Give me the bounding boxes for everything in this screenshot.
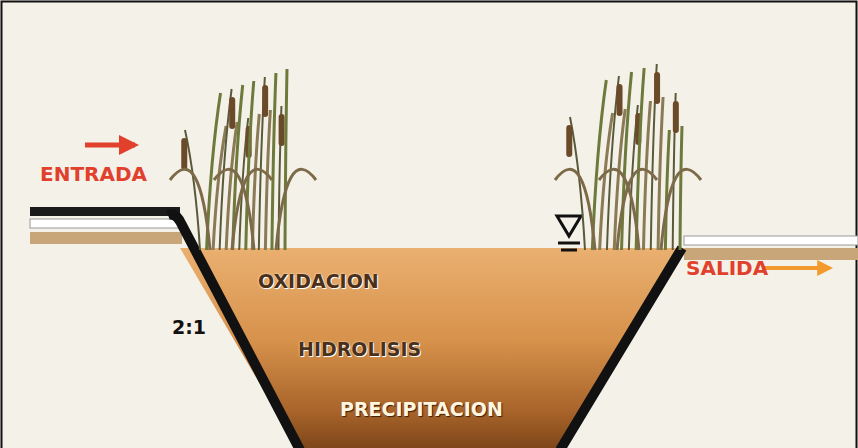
- zone-label: HIDROLISIS: [298, 340, 421, 359]
- reed-leaf: [661, 169, 701, 250]
- outflow-arrow: [762, 266, 830, 270]
- cattail-head: [673, 101, 679, 133]
- slope-ratio: 2:1: [172, 318, 206, 337]
- cattail-head: [617, 84, 623, 116]
- ground-left: [30, 232, 182, 244]
- reed-leaf: [599, 169, 639, 250]
- inlet-label: ENTRADA: [40, 164, 147, 184]
- reed-leaf: [680, 126, 682, 250]
- cattail-head: [279, 114, 285, 146]
- reed-leaf: [665, 130, 669, 250]
- reed-leaf: [643, 101, 650, 250]
- cattail-head: [654, 72, 660, 104]
- outlet-label: SALIDA: [686, 258, 768, 278]
- outlet-pipe: [684, 236, 858, 245]
- cattail-head: [566, 125, 572, 157]
- reed-plants: [170, 64, 701, 250]
- zone-label: OXIDACION: [258, 272, 379, 291]
- reed-leaf: [555, 169, 595, 250]
- cattail-head: [262, 85, 268, 117]
- basin-fill: [180, 248, 685, 448]
- reed-leaf: [592, 80, 606, 250]
- cattail-head: [229, 97, 235, 129]
- reed-leaf: [170, 169, 210, 250]
- inlet-pipe-top: [30, 207, 180, 216]
- reed-leaf: [285, 69, 287, 250]
- reed-leaf: [276, 169, 316, 250]
- inlet-pipe: [30, 219, 180, 228]
- reed-leaf: [272, 73, 276, 250]
- cattail-head: [181, 138, 187, 170]
- reed-leaf: [265, 110, 270, 250]
- inflow-arrow: [85, 143, 135, 148]
- zone-label: PRECIPITACION: [340, 400, 503, 419]
- water-level-symbol: [557, 216, 581, 250]
- reed-leaf: [214, 169, 254, 250]
